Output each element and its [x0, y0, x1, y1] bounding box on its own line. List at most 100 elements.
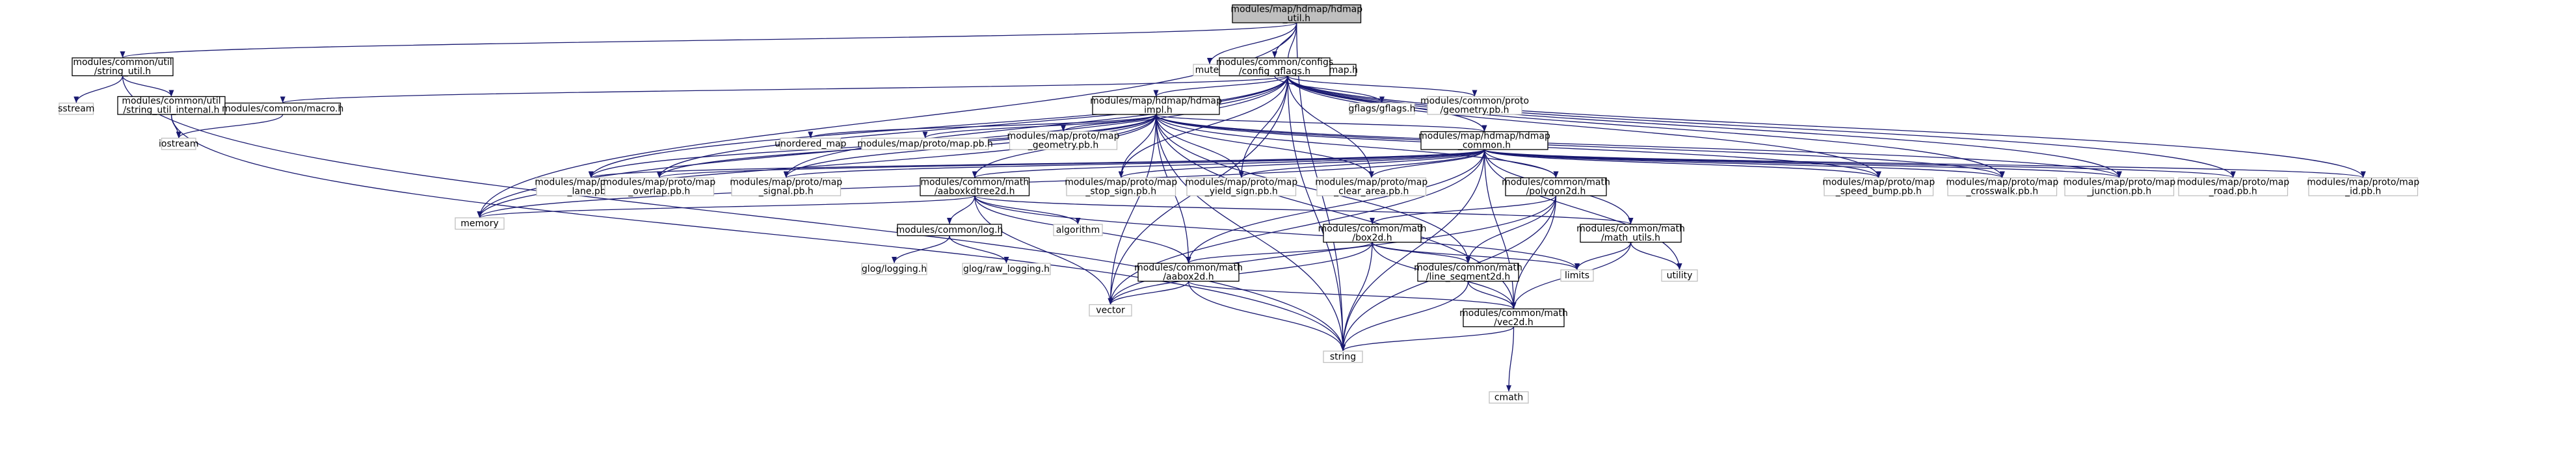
node-label-line: _speed_bump.pb.h [1835, 186, 1922, 196]
node-label-line: modules/map/hdmap/hdmap [1090, 96, 1222, 106]
include-edge-log_h-to-glog_raw_logging_h [949, 235, 1009, 264]
node-glog-raw-logging-h: glog/raw_logging.h [962, 263, 1051, 276]
include-edge-vec2d_h-to-string [1340, 326, 1515, 352]
node-limits: limits [1560, 269, 1594, 282]
include-edge-hdmap_impl_h-to-map_clear_area_pb_h [1155, 114, 1374, 178]
include-edge-line_segment2d_h-to-vec2d_h [1467, 281, 1517, 309]
node-gflags-h: gflags/gflags.h [1349, 102, 1415, 115]
include-edge-hdmap_impl_h-to-map_geometry_pb_h [1061, 114, 1157, 133]
include-edge-hdmap_impl_h-to-hdmap_common_h [1155, 114, 1487, 133]
include-edge-aaboxkdtree2d_h-to-algorithm [974, 195, 1081, 225]
node-label-line: modules/common/math [1459, 308, 1568, 319]
node-label-line: /polygon2d.h [1526, 186, 1586, 196]
include-edge-hdmap_impl_h-to-vector [1108, 114, 1157, 305]
node-sstream: sstream [58, 102, 94, 115]
node-macro-h[interactable]: modules/common/macro.h [222, 102, 343, 115]
node-aabox2d-h[interactable]: modules/common/math/aabox2d.h [1134, 263, 1243, 282]
node-label-line: modules/common/proto [1420, 96, 1529, 106]
node-box [1316, 177, 1427, 196]
node-label-line: modules/common/util [122, 96, 220, 106]
node-hdmap-util-h[interactable]: modules/map/hdmap/hdmap_util.h [1230, 4, 1362, 23]
node-box [1489, 391, 1529, 404]
include-edge-hdmap_impl_h-to-polygon2d_h [1155, 114, 1559, 178]
include-edge-string_util_h-to-string_util_internal_h [122, 75, 174, 97]
node-label-line: modules/map/proto/map [2177, 177, 2289, 187]
include-edge-hdmap_common_h-to-map_road_pb_h [1483, 149, 2236, 179]
include-edge-hdmap_h-to-map_stop_sign_pb_h [1118, 75, 1288, 178]
include-edge-hdmap_impl_h-to-map_yield_sign_pb_h [1155, 114, 1244, 178]
include-edge-hdmap_h-to-hdmap_impl_h [1153, 75, 1288, 98]
node-label-line: cmath [1494, 392, 1523, 402]
include-edge-hdmap_impl_h-to-memory [477, 114, 1157, 218]
include-edge-string_util_h-to-sstream [73, 75, 124, 103]
node-hdmap-impl-h[interactable]: modules/map/hdmap/hdmap_impl.h [1090, 96, 1222, 115]
node-hdmap-common-h[interactable]: modules/map/hdmap/hdmap_common.h [1418, 131, 1550, 150]
include-edge-hdmap_h-to-map_lane_pb_h [588, 75, 1288, 178]
node-box [1186, 177, 1297, 196]
node-map-pb-h: modules/map/proto/map.pb.h [857, 137, 993, 150]
node-label-line: modules/map/proto/map.pb.h [857, 138, 993, 149]
include-edge-hdmap_common_h-to-map_crosswalk_pb_h [1483, 149, 2005, 179]
include-edge-hdmap_common_h-to-string [1340, 149, 1485, 352]
node-box [1420, 131, 1548, 150]
include-edge-polygon2d_h-to-vector [1108, 195, 1557, 305]
include-edge-hdmap_common_h-to-vec2d_h [1483, 149, 1517, 309]
node-label-line: modules/map/proto/map [1065, 177, 1177, 187]
node-log-h[interactable]: modules/common/log.h [896, 224, 1003, 237]
node-label-line: modules/common/util [73, 57, 172, 68]
node-map-speed-bump-pb-h: modules/map/proto/map_speed_bump.pb.h [1822, 177, 1935, 196]
node-label-line: algorithm [1056, 225, 1100, 235]
include-edge-hdmap_common_h-to-map_stop_sign_pb_h [1119, 149, 1485, 179]
node-label-line: _crosswalk.pb.h [1965, 186, 2038, 196]
include-edge-hdmap_common_h-to-map_overlap_pb_h [657, 149, 1485, 179]
node-box2d-h[interactable]: modules/common/math/box2d.h [1318, 224, 1427, 243]
node-label-line: mutex [1195, 65, 1225, 75]
node-label-line: unordered_map [775, 138, 846, 149]
node-label-line: _id.pb.h [2344, 186, 2381, 196]
node-math-utils-h[interactable]: modules/common/math/math_utils.h [1576, 224, 1685, 243]
node-box [2178, 177, 2289, 196]
include-edge-polygon2d_h-to-box2d_h [1370, 195, 1557, 225]
node-box [1232, 4, 1362, 23]
node-box [1009, 131, 1118, 150]
node-iostream: iostream [159, 137, 199, 150]
include-edge-hdmap_common_h-to-aaboxkdtree2d_h [972, 149, 1485, 179]
include-edge-polygon2d_h-to-line_segment2d_h [1465, 195, 1557, 264]
node-box [1092, 96, 1220, 115]
node-box [1053, 224, 1103, 237]
node-label-line: _signal.pb.h [758, 186, 814, 196]
node-string-util-h[interactable]: modules/common/util/string_util.h [72, 57, 174, 77]
node-box [731, 177, 842, 196]
node-box [1089, 304, 1132, 317]
node-label-line: glog/raw_logging.h [963, 264, 1050, 274]
node-label-line: string [1330, 352, 1356, 362]
node-label-line: _yield_sign.pb.h [1204, 186, 1278, 196]
node-box [920, 177, 1030, 196]
include-edge-log_h-to-glog_logging_h [892, 235, 950, 264]
node-vec2d-h[interactable]: modules/common/math/vec2d.h [1459, 308, 1568, 328]
node-box [59, 102, 94, 115]
node-line-segment2d-h[interactable]: modules/common/math/line_segment2d.h [1414, 263, 1522, 282]
node-box [861, 137, 989, 150]
include-edge-hdmap_common_h-to-vector [1108, 149, 1485, 305]
node-string-util-internal-h[interactable]: modules/common/util/string_util_internal… [117, 96, 226, 115]
include-edge-aabox2d_h-to-vec2d_h [1188, 280, 1517, 309]
node-polygon2d-h[interactable]: modules/common/math/polygon2d.h [1502, 177, 1610, 196]
node-label-line: /config_gflags.h [1239, 66, 1310, 77]
include-edge-aaboxkdtree2d_h-to-memory [477, 195, 976, 218]
node-config-gflags-h[interactable]: modules/common/configs/config_gflags.h [1216, 57, 1333, 77]
node-box [1560, 269, 1594, 282]
include-edge-hdmap_h-to-string [1287, 75, 1346, 352]
node-memory: memory [455, 217, 505, 230]
node-aaboxkdtree2d-h[interactable]: modules/common/math/aaboxkdtree2d.h [920, 177, 1030, 196]
node-box [1580, 224, 1682, 243]
node-label-line: modules/common/log.h [896, 225, 1003, 235]
node-string: string [1323, 350, 1363, 363]
node-box [72, 57, 174, 77]
node-label-line: modules/map/proto/map [1946, 177, 2058, 187]
node-box [1349, 102, 1415, 115]
node-label-line: _road.pb.h [2209, 186, 2257, 196]
include-edge-box2d_h-to-aabox2d_h [1186, 241, 1373, 264]
include-edge-hdmap_h-to-map_junction_pb_h [1287, 75, 2122, 178]
